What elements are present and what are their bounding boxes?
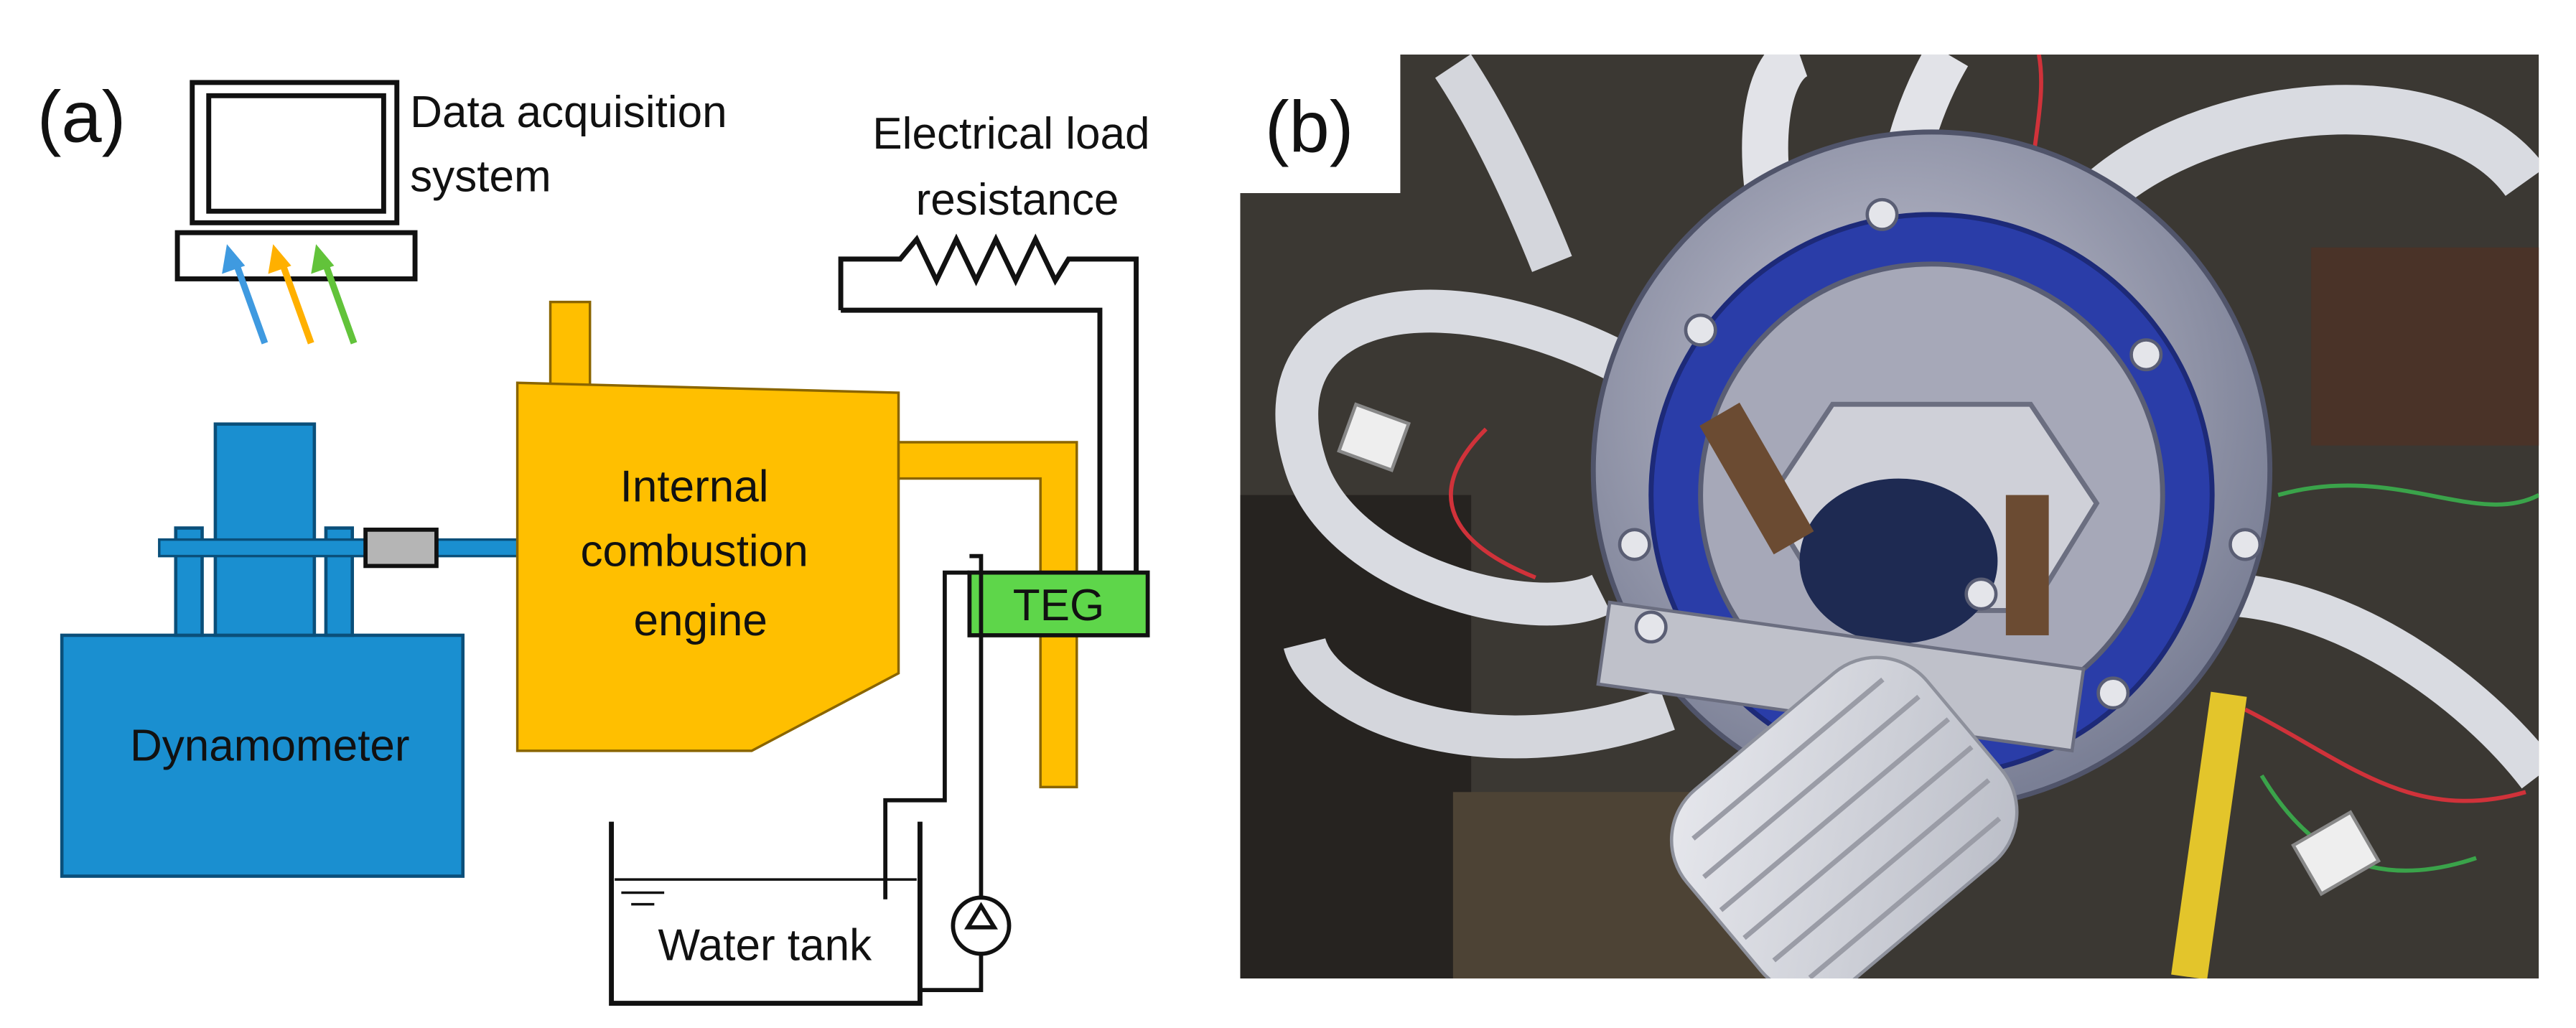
coolant-tube — [1275, 289, 1662, 626]
teg-module — [967, 570, 1150, 637]
drive-shaft-left — [158, 538, 367, 558]
water-pipe-outer — [883, 570, 970, 900]
panel-b-photo: (b) — [1240, 54, 2539, 979]
yellow-rod — [2171, 691, 2247, 979]
bolt — [1684, 313, 1717, 347]
signal-arrowhead-orange — [268, 244, 291, 274]
signal-arrowhead-blue — [222, 244, 246, 274]
teg-label: TEG — [1013, 581, 1105, 630]
bolt — [1618, 528, 1651, 561]
data-acquisition-line1: Data acquisition — [410, 88, 727, 137]
panel-a-label: (a) — [37, 77, 126, 158]
flex-hose-rib — [1808, 816, 2002, 979]
computer-base — [174, 230, 418, 281]
panel-b-label: (b) — [1265, 86, 1354, 167]
water-pipe-inner — [969, 553, 984, 900]
electrical-load-line1: Electrical load — [872, 109, 1149, 159]
coolant-tube — [1284, 637, 1675, 759]
load-wire — [841, 307, 1103, 573]
shaft-coupling — [363, 527, 439, 569]
photo-content — [1240, 54, 2539, 979]
flex-hose-rib — [1702, 694, 1921, 879]
engine-line1: Internal — [620, 462, 769, 512]
flex-hose-body — [1669, 655, 2019, 979]
thermocouple-wire — [2277, 483, 2539, 507]
resistor-symbol — [838, 233, 1139, 573]
bolt — [1865, 197, 1899, 231]
panel-a-schematic: (a) Data acquisition system Electrical l… — [37, 77, 1162, 1006]
coolant-tube — [2061, 85, 2539, 231]
pump-icon — [951, 895, 1012, 956]
thermocouple-wire — [2244, 707, 2526, 803]
connector-clip — [2291, 810, 2381, 897]
engine-line3: engine — [634, 596, 767, 645]
signal-arrow-blue — [232, 259, 269, 345]
panel-b-label-area — [1240, 54, 1401, 193]
connector-clip — [1337, 402, 1411, 472]
bolt — [2229, 528, 2262, 561]
dynamometer-body — [60, 633, 465, 878]
engine-label: Internal combustion engine — [580, 462, 821, 645]
signal-arrow-green — [321, 259, 358, 345]
engine-line2: combustion — [580, 526, 808, 576]
flex-hose-rib — [1691, 677, 1885, 841]
bolt — [2096, 676, 2130, 710]
bolt — [2129, 338, 2163, 372]
coolant-tube — [1434, 54, 1572, 272]
dynamometer-label: Dynamometer — [130, 721, 410, 771]
thermocouple-wire — [1449, 427, 1536, 580]
data-acquisition-line2: system — [410, 152, 551, 202]
pump-triangle — [963, 902, 998, 930]
signal-arrow-orange — [278, 259, 314, 345]
flex-hose-rib — [1742, 744, 1974, 940]
photo-bg-rust-right — [2311, 247, 2539, 446]
copper-plate — [1699, 402, 1814, 555]
copper-plate — [2005, 495, 2049, 635]
bolt — [1634, 610, 1668, 644]
engine-body — [515, 381, 900, 752]
data-acquisition-label: Data acquisition system — [410, 88, 739, 202]
dynamometer — [60, 422, 521, 878]
bolt — [1964, 577, 1998, 611]
water-pipe-return — [920, 952, 984, 993]
flex-hose-rib — [1772, 778, 1991, 963]
electrical-load-line2: resistance — [916, 175, 1119, 225]
dynamometer-tower — [213, 422, 317, 637]
engine-intake — [549, 300, 592, 389]
monitor-inner — [206, 93, 386, 214]
coolant-tube — [2211, 572, 2539, 789]
flex-exhaust-hose — [1669, 655, 2019, 979]
electrical-load-label: Electrical load resistance — [872, 109, 1162, 225]
signal-arrows — [222, 244, 358, 345]
flex-hose-rib — [1719, 717, 1951, 912]
computer-icon — [174, 80, 418, 281]
exhaust-pipe-core — [1799, 478, 1998, 644]
drive-shaft-right — [435, 538, 521, 558]
water-tank-label: Water tank — [658, 921, 873, 971]
signal-arrowhead-green — [311, 244, 335, 274]
water-tank-vessel — [609, 821, 923, 1006]
